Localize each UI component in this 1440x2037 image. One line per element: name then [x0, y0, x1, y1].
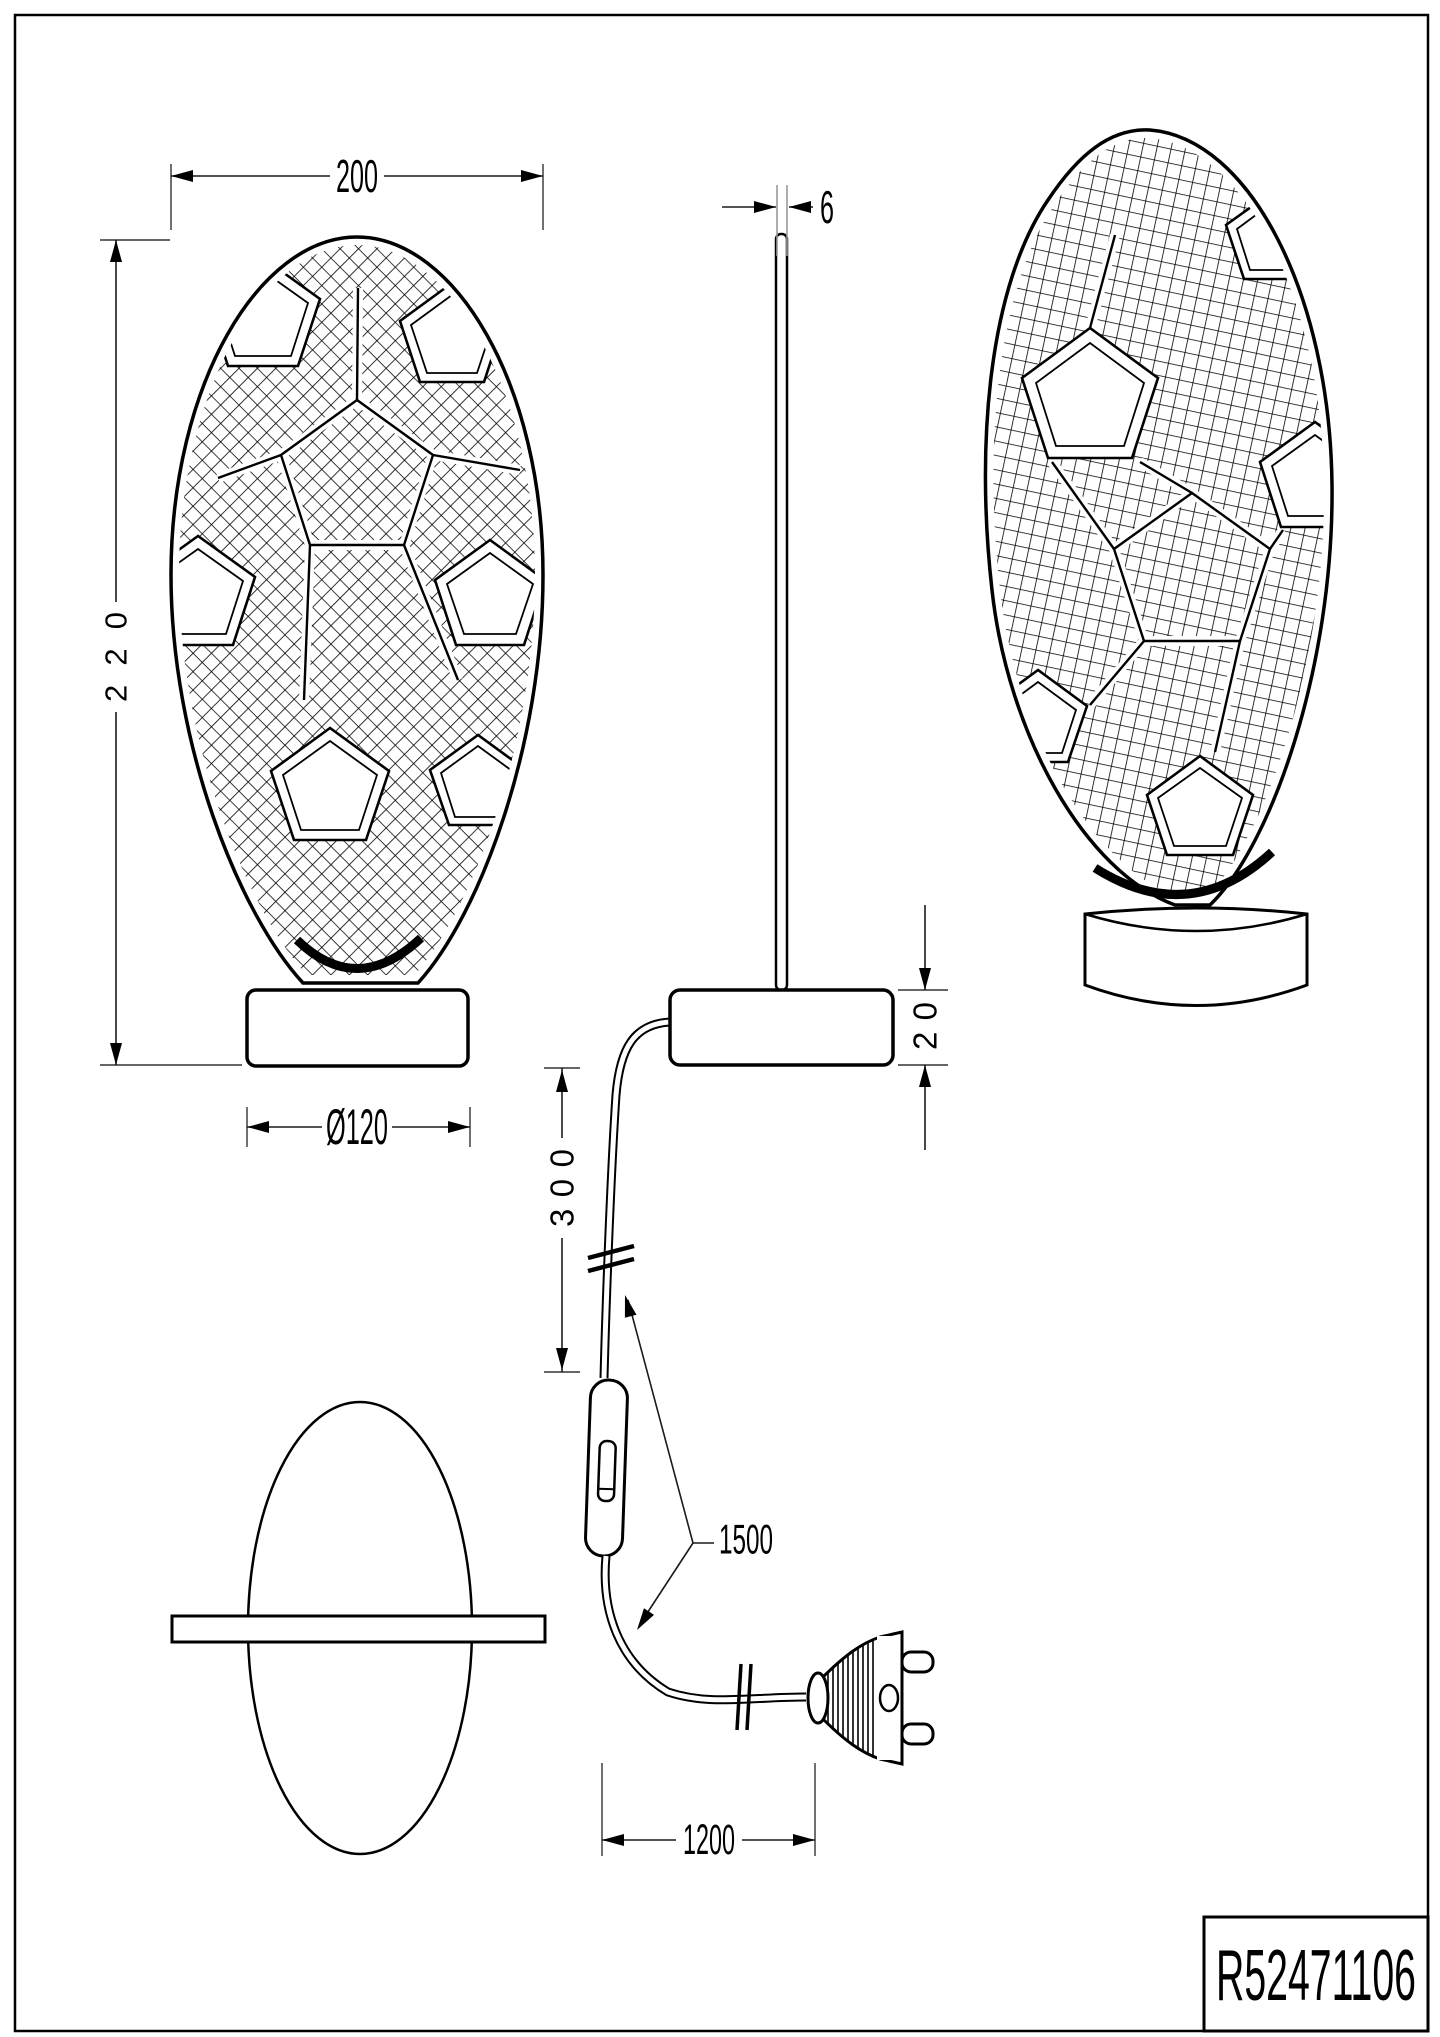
front-ball-outline [169, 235, 545, 985]
dim-front-height-label: 220 [99, 612, 134, 702]
side-base [668, 988, 895, 1067]
dim-base-diameter-label: Ø120 [326, 1099, 388, 1155]
top-view-panel [170, 1614, 547, 1644]
front-view [162, 228, 552, 1068]
perspective-view [977, 121, 1341, 1007]
front-ball-white-panels [171, 256, 543, 842]
switch-rocker [596, 1439, 617, 1503]
dim-cable-total: 1500 [624, 1295, 773, 1630]
dim-base-height: 20 [898, 905, 948, 1150]
dim-cable-lower-label: 1200 [683, 1816, 735, 1864]
side-panel-rod [774, 232, 789, 992]
drawing-border [13, 13, 1430, 2033]
dim-base-diameter: Ø120 [246, 1099, 471, 1155]
dim-rod-thickness-label: 6 [820, 181, 834, 233]
dim-base-height-label: 20 [907, 1002, 944, 1050]
perspective-ball-shadow [1092, 848, 1276, 899]
cable-upper [599, 1017, 671, 1379]
dim-cable-upper: 300 [544, 1067, 581, 1373]
dim-cable-lower: 1200 [601, 1763, 816, 1864]
dim-front-width: 200 [170, 150, 544, 230]
euro-plug [806, 1630, 935, 1766]
front-ball-shadow [293, 934, 425, 973]
dim-rod-thickness: 6 [722, 181, 834, 256]
dim-cable-total-label: 1500 [719, 1516, 773, 1563]
part-number-box [1202, 1915, 1430, 2033]
dim-cable-upper-label: 300 [544, 1149, 581, 1227]
perspective-base [1083, 906, 1309, 1007]
plug-screw [878, 1683, 900, 1713]
inline-switch [584, 1378, 629, 1558]
plug-collar [806, 1671, 830, 1725]
plug-pin-bottom [900, 1722, 935, 1746]
title-block: R52471106 [1202, 1915, 1430, 2033]
top-view [170, 1400, 547, 1856]
side-view [584, 232, 935, 1766]
plug-pin-top [900, 1650, 935, 1674]
dim-front-width-label: 200 [336, 150, 378, 202]
perspective-ball-outline [983, 128, 1334, 907]
part-number-label: R52471106 [1216, 1936, 1416, 2016]
cable-lower [600, 1555, 807, 1705]
dim-front-height: 220 [98, 239, 242, 1066]
front-base [245, 988, 470, 1068]
